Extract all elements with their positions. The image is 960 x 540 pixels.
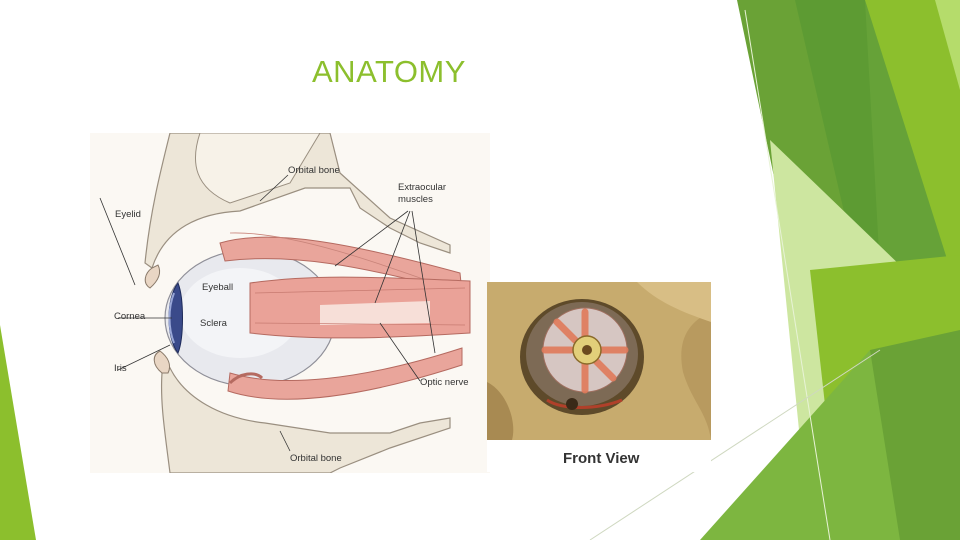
label-sclera: Sclera <box>200 318 228 329</box>
inferior-rectus-muscle <box>227 347 463 400</box>
label-cornea: Cornea <box>114 311 146 322</box>
label-eyeball: Eyeball <box>202 282 233 293</box>
label-extraocular-muscles-line2: muscles <box>398 194 433 205</box>
label-iris: Iris <box>114 363 127 374</box>
label-eyelid: Eyelid <box>115 209 141 220</box>
label-extraocular-muscles-line1: Extraocular <box>398 182 446 193</box>
lower-eyelid <box>153 350 171 374</box>
slide-title: ANATOMY <box>312 54 466 89</box>
label-orbital-bone-top: Orbital bone <box>288 165 340 176</box>
eye-side-view-diagram: Orbital bone Extraocular muscles Eyelid … <box>90 133 490 473</box>
front-view-muscles <box>541 308 629 394</box>
front-view-caption: Front View <box>563 450 640 467</box>
orbital-cavity <box>194 133 321 204</box>
label-orbital-bone-bottom: Orbital bone <box>290 453 342 464</box>
upper-eyelid <box>144 264 161 289</box>
eye-front-view-image: Front View <box>487 282 711 472</box>
label-optic-nerve: Optic nerve <box>420 377 469 388</box>
orbital-bone-bottom <box>160 367 451 473</box>
optic-nerve <box>320 301 430 325</box>
